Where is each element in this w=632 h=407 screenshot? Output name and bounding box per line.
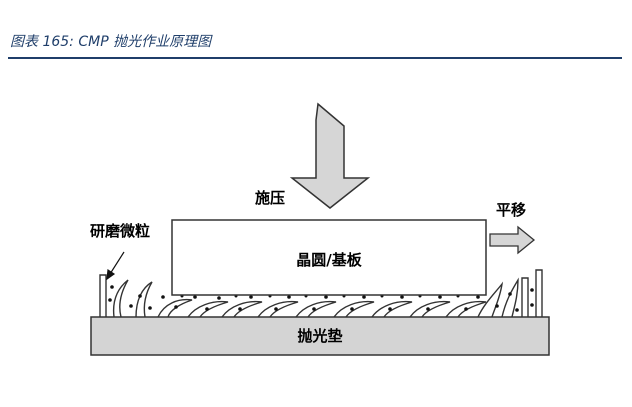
wafer [171,219,487,296]
pad-fibers [99,269,543,318]
pressure-arrow [289,102,371,209]
figure-caption: 图表 165: CMP 抛光作业原理图 [10,34,212,50]
translation-arrow [489,225,536,255]
translation-label: 平移 [496,201,526,219]
pad-label: 抛光垫 [297,327,342,345]
caption-rule [8,57,622,59]
polishing-pad [90,316,550,356]
abrasive-label: 研磨微粒 [90,222,150,240]
wafer-label: 晶圆/基板 [296,251,362,269]
abrasive-pointer [106,251,125,281]
pressure-label: 施压 [255,189,285,207]
